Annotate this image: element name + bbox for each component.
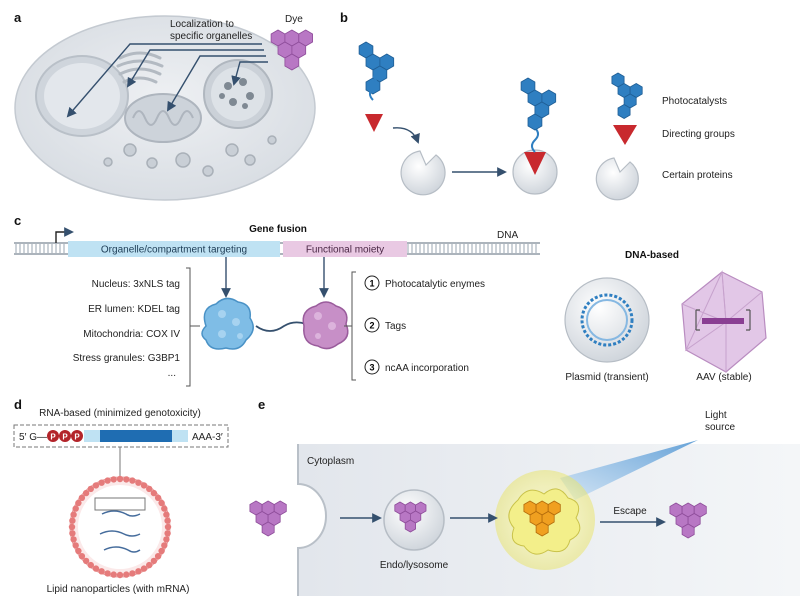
triphosphate-cap: P P P xyxy=(47,430,83,442)
five-prime-label: 5′ G— xyxy=(19,432,47,443)
moiety-num-3: 3 xyxy=(369,363,374,373)
dna-label: DNA xyxy=(497,230,518,241)
moiety-tags: Tags xyxy=(385,321,406,332)
dye-activated xyxy=(523,500,561,537)
photocatalyst-bound xyxy=(520,77,557,131)
panel-c-letter: c xyxy=(14,213,21,228)
dna-based-title: DNA-based xyxy=(625,250,679,261)
panel-c: c Gene fusion DNA Organelle/compartment … xyxy=(14,213,767,387)
small-vesicles xyxy=(103,135,277,177)
panel-d-letter: d xyxy=(14,397,22,412)
ppp-3: P xyxy=(74,433,80,442)
endo-label: Endo/lysosome xyxy=(380,560,449,571)
target-more: ... xyxy=(168,368,176,379)
fusion-linker xyxy=(255,321,307,332)
lysosome-vesicles xyxy=(219,78,254,109)
dye-label: Dye xyxy=(285,14,303,25)
target-stress: Stress granules: G3BP1 xyxy=(73,353,181,364)
legend-photocatalysts: Photocatalysts xyxy=(662,96,727,107)
panel-b: b Photocatalysts Directing groups Certai… xyxy=(340,10,735,201)
directing-group-free xyxy=(365,114,383,132)
ppp-2: P xyxy=(62,433,68,442)
rna-based-title: RNA-based (minimized genotoxicity) xyxy=(39,408,201,419)
target-nucleus: Nucleus: 3xNLS tag xyxy=(92,279,180,290)
dye-molecule xyxy=(270,29,314,71)
cell-membrane xyxy=(297,444,327,596)
localization-label-line2: specific organelles xyxy=(170,31,252,42)
functional-bar-label: Functional moiety xyxy=(306,245,384,256)
light-beam xyxy=(560,440,698,500)
golgi xyxy=(116,51,164,84)
mitochondrion xyxy=(124,93,202,143)
moiety-ncaa: ncAA incorporation xyxy=(385,363,469,374)
three-prime-label: AAA-3′ xyxy=(192,432,223,443)
lnp-label: Lipid nanoparticles (with mRNA) xyxy=(47,584,190,595)
moiety-list: 1 Photocatalytic enymes 2 Tags 3 ncAA in… xyxy=(364,275,485,375)
cytoplasm-label: Cytoplasm xyxy=(307,456,354,467)
aav-illustration xyxy=(681,270,767,373)
panel-e-letter: e xyxy=(258,397,265,412)
directing-group-bound xyxy=(524,152,546,175)
plasmid-label: Plasmid (transient) xyxy=(565,372,648,383)
legend-certain-proteins: Certain proteins xyxy=(662,170,733,181)
light-label-line2: source xyxy=(705,422,735,433)
mrna-cds xyxy=(100,430,172,442)
protein-legend-icon xyxy=(595,157,639,201)
nucleoplasm xyxy=(44,63,120,129)
directing-group-legend-icon xyxy=(613,125,637,145)
legend-directing-groups: Directing groups xyxy=(662,129,735,140)
mrna-box xyxy=(13,424,229,448)
photocatalyst-free xyxy=(358,41,395,95)
targeting-bar-label: Organelle/compartment targeting xyxy=(101,245,247,256)
light-label-line1: Light xyxy=(705,410,727,421)
lysosome-inner xyxy=(211,67,265,121)
aav-label: AAV (stable) xyxy=(696,372,751,383)
panel-b-letter: b xyxy=(340,10,348,25)
moiety-bracket xyxy=(351,271,356,381)
dye-in-endosome xyxy=(394,501,427,533)
moiety-num-2: 2 xyxy=(369,321,374,331)
photocatalyst-legend-icon xyxy=(611,72,643,119)
moiety-num-1: 1 xyxy=(369,279,374,289)
lipid-nanoparticle xyxy=(68,475,172,579)
linker-free xyxy=(369,75,377,101)
ppp-1: P xyxy=(50,433,56,442)
binding-arrow xyxy=(392,127,420,144)
functional-bar xyxy=(283,241,407,257)
target-bracket xyxy=(186,267,191,387)
target-er: ER lumen: KDEL tag xyxy=(88,304,180,315)
panel-d: d RNA-based (minimized genotoxicity) 5′ … xyxy=(13,397,229,595)
panel-e: e Cytoplasm Light source Endo/lysosome E… xyxy=(249,397,800,596)
escape-label: Escape xyxy=(613,506,647,517)
mitochondrion-cristae xyxy=(132,110,194,126)
dye-outside xyxy=(249,500,287,537)
target-mito: Mitochondria: COX IV xyxy=(83,329,180,340)
targeting-protein-blob xyxy=(201,297,254,350)
panel-a-letter: a xyxy=(14,10,22,25)
targeting-bar xyxy=(68,241,280,257)
plasmid-illustration xyxy=(564,277,650,363)
gene-fusion-title: Gene fusion xyxy=(249,224,307,235)
dye-released xyxy=(669,502,707,539)
protein-free xyxy=(400,150,446,196)
panel-a: a Dye Localization to spe xyxy=(14,10,316,201)
functional-protein-blob xyxy=(302,301,349,350)
promoter-arrow xyxy=(55,227,74,243)
localization-arrows xyxy=(66,43,268,118)
localization-label-line1: Localization to xyxy=(170,19,234,30)
moiety-photocatalytic: Photocatalytic enymes xyxy=(385,279,485,290)
